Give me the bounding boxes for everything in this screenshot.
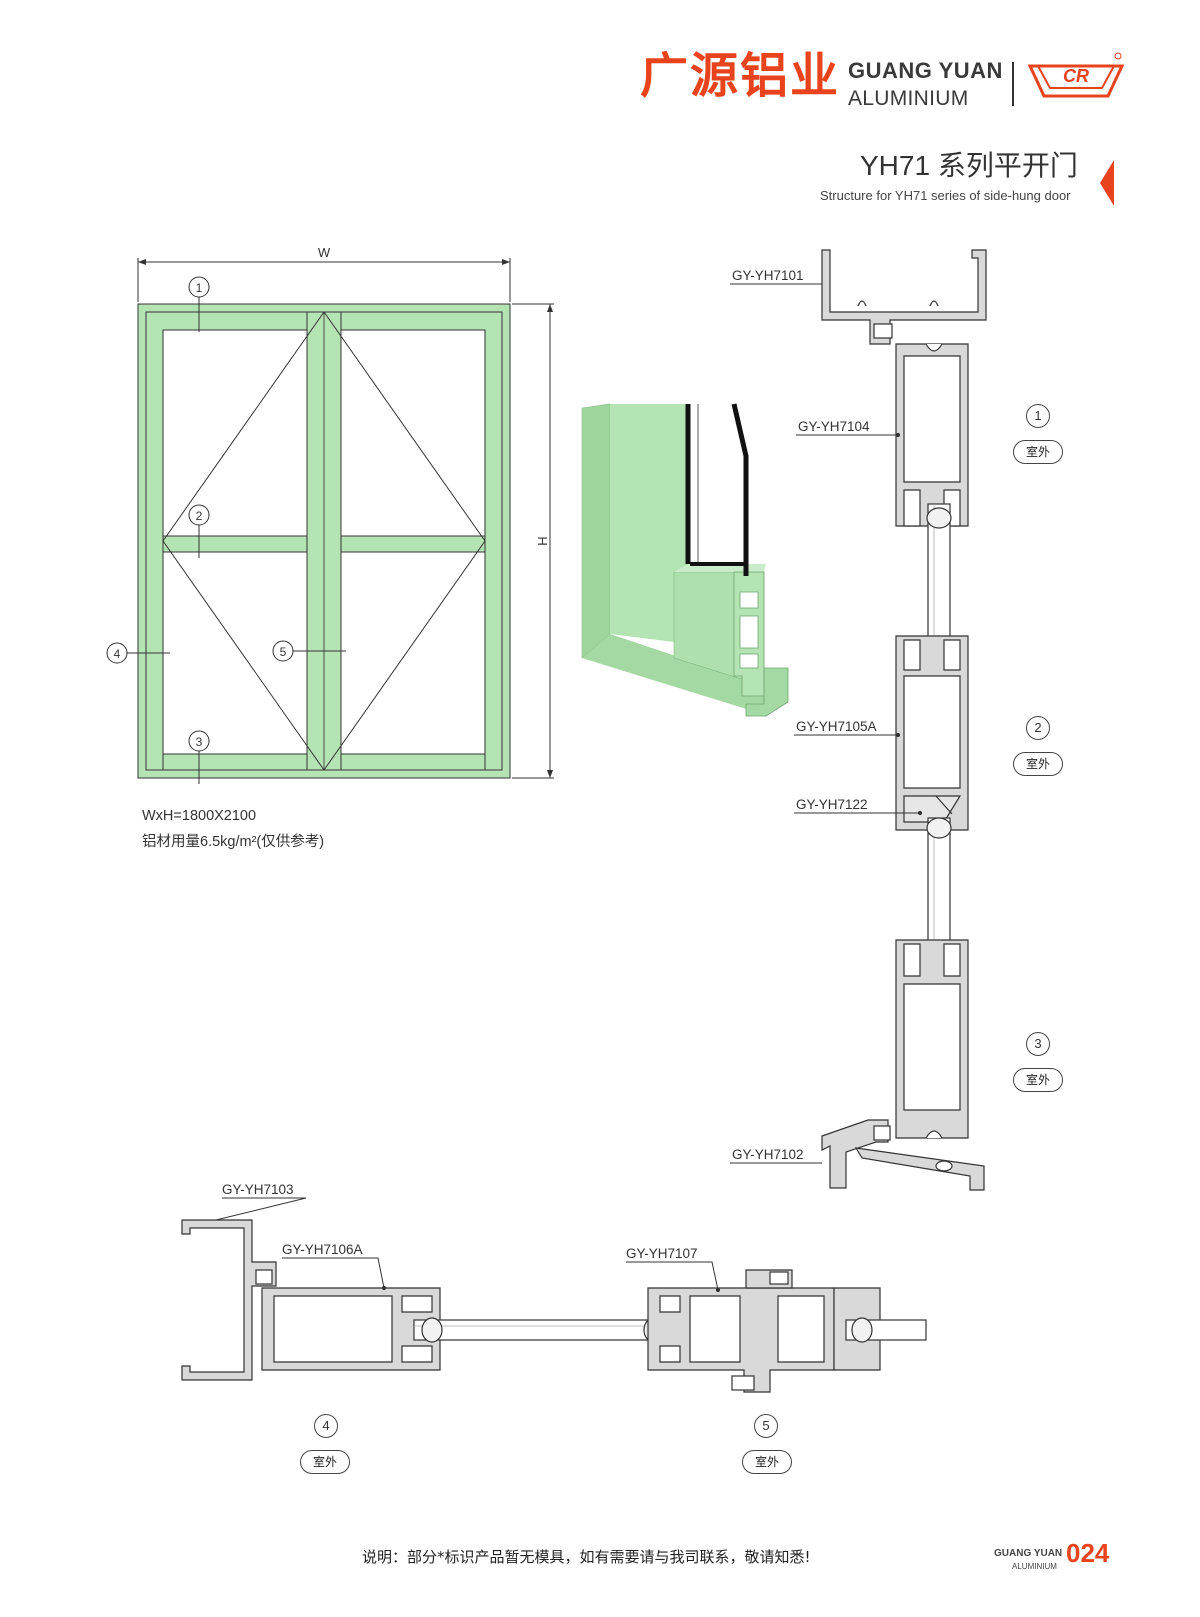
svg-text:H: H — [535, 536, 550, 545]
label-gy-yh7103: GY-YH7103 — [222, 1182, 294, 1197]
outdoor-badge: 室外 — [1013, 1068, 1063, 1092]
spec-weight: 铝材用量6.5kg/m²(仅供参考) — [142, 834, 325, 850]
page-title: YH71 系列平开门 — [860, 150, 1078, 181]
outdoor-badge: 室外 — [1013, 440, 1063, 464]
brand-name-en: GUANG YUAN — [848, 58, 1003, 83]
label-gy-yh7101: GY-YH7101 — [732, 268, 804, 283]
label-gy-yh7102: GY-YH7102 — [732, 1147, 804, 1162]
label-gy-yh7107: GY-YH7107 — [626, 1246, 698, 1261]
outdoor-badge: 室外 — [742, 1450, 792, 1474]
footer-note: 说明：部分*标识产品暂无模具，如有需要请与我司联系，敬请知悉! — [362, 1548, 811, 1566]
outdoor-badge: 室外 — [1013, 752, 1063, 776]
door-elevation: W H 1 2 3 4 — [106, 245, 554, 784]
page-number: 024 — [1066, 1538, 1110, 1568]
section-marker-3: 3 — [1026, 1032, 1050, 1056]
footer-brand-sub: ALUMINIUM — [1012, 1562, 1057, 1571]
section-marker-4: 4 — [314, 1414, 338, 1438]
svg-text:CR: CR — [1063, 66, 1089, 86]
brand-separator — [1012, 62, 1014, 106]
page-subtitle: Structure for YH71 series of side-hung d… — [820, 188, 1071, 203]
svg-text:1: 1 — [196, 281, 203, 295]
label-gy-yh7104: GY-YH7104 — [798, 419, 870, 434]
label-gy-yh7105a: GY-YH7105A — [796, 719, 877, 734]
triangle-marker-icon — [1100, 160, 1114, 206]
svg-text:5: 5 — [280, 645, 287, 659]
vertical-section-drawing — [730, 249, 987, 1191]
svg-text:2: 2 — [196, 509, 203, 523]
label-gy-yh7106a: GY-YH7106A — [282, 1242, 363, 1257]
section-marker-5: 5 — [754, 1414, 778, 1438]
footer-brand: GUANG YUAN — [994, 1548, 1063, 1559]
brand-name-cn: 广源铝业 — [640, 48, 841, 104]
section-marker-1: 1 — [1026, 404, 1050, 428]
brand-logo-icon: CR — [1027, 52, 1125, 98]
svg-text:W: W — [318, 245, 331, 260]
svg-text:4: 4 — [114, 647, 121, 661]
section-marker-2: 2 — [1026, 716, 1050, 740]
profile-3d-render — [581, 403, 789, 717]
outdoor-badge: 室外 — [300, 1450, 350, 1474]
brand-name-en-sub: ALUMINIUM — [848, 87, 969, 110]
label-gy-yh7122: GY-YH7122 — [796, 797, 868, 812]
horizontal-section-drawing — [181, 1197, 927, 1393]
svg-text:3: 3 — [196, 735, 203, 749]
spec-size: WxH=1800X2100 — [142, 808, 257, 824]
